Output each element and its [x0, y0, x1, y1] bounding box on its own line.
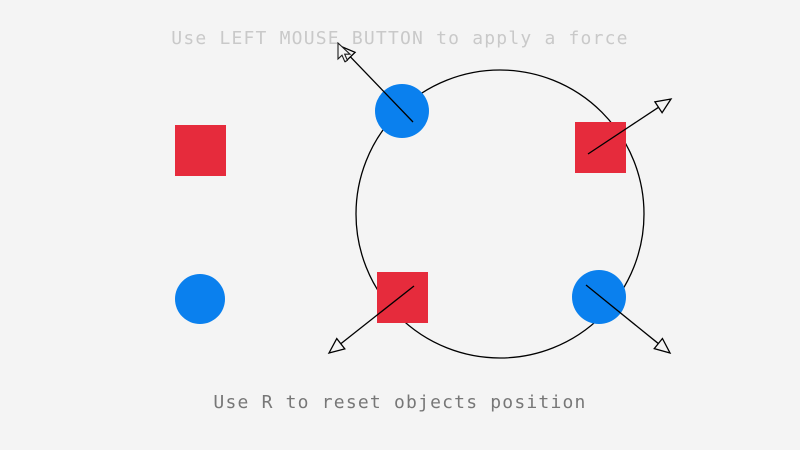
force-square-top-right-shaft — [587, 106, 659, 155]
physics-object-square-left[interactable] — [175, 125, 226, 176]
hint-apply-force: Use LEFT MOUSE BUTTON to apply a force — [171, 28, 629, 49]
force-square-top-right — [587, 98, 673, 155]
force-square-bottom-center-arrowhead — [327, 337, 346, 355]
force-square-bottom-center-shaft — [340, 285, 415, 345]
force-vectors-group — [327, 44, 673, 355]
force-square-bottom-center — [327, 285, 415, 355]
force-square-top-right-arrowhead — [653, 98, 673, 114]
physics-object-circle-bottom-right[interactable] — [572, 270, 626, 324]
physics-object-circle-left[interactable] — [175, 274, 225, 324]
force-circle-bottom-right-arrowhead — [653, 337, 672, 355]
physics-object-square-bottom-center[interactable] — [377, 272, 428, 323]
physics-objects-group — [175, 84, 626, 324]
force-circle-bottom-right-shaft — [585, 284, 659, 345]
boundary-circle-group — [355, 69, 645, 359]
containment-circle — [355, 69, 645, 359]
force-circle-top-shaft — [349, 56, 414, 123]
force-circle-bottom-right — [585, 284, 672, 355]
physics-object-square-top-right[interactable] — [575, 122, 626, 173]
hint-reset-objects: Use R to reset objects position — [213, 392, 587, 413]
